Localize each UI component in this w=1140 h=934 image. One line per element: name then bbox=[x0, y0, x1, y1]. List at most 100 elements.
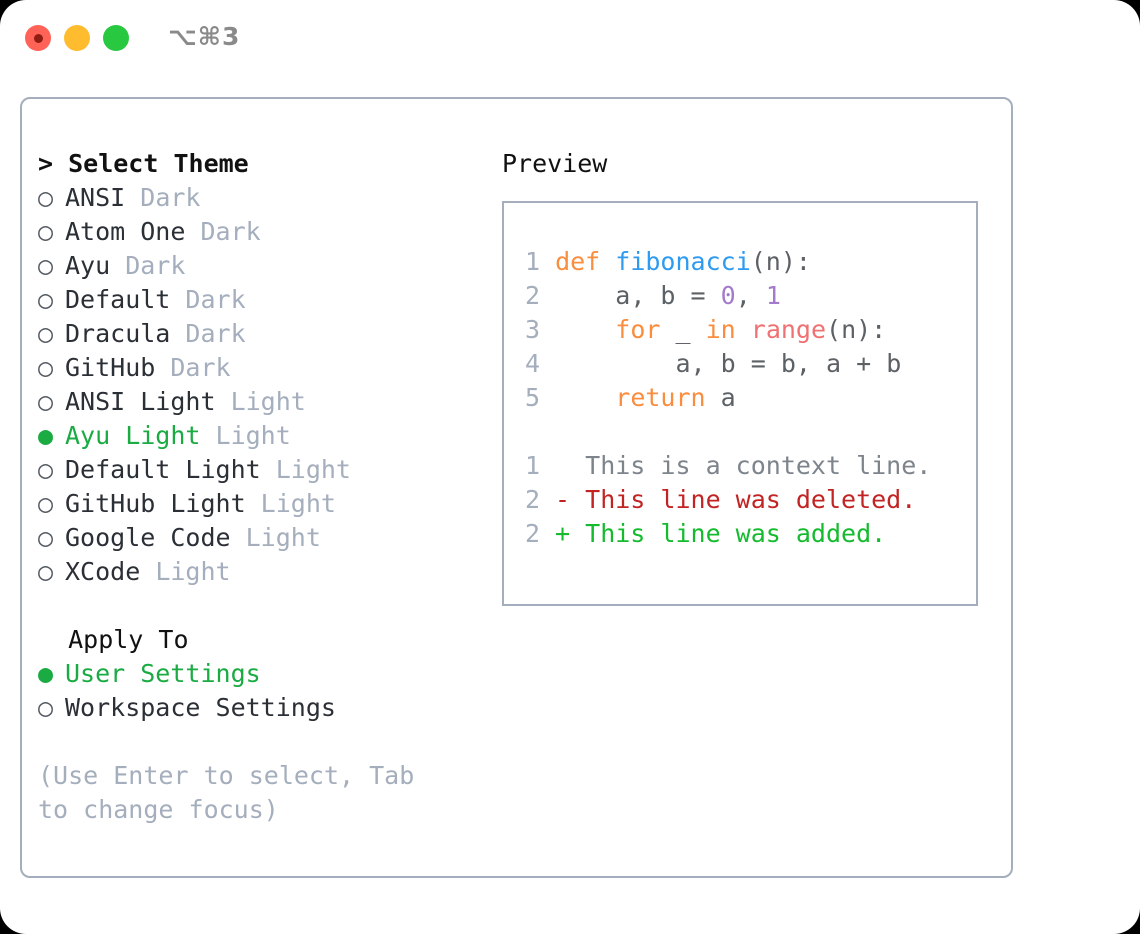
section-spacer bbox=[38, 589, 508, 623]
radio-unselected-icon: ○ bbox=[38, 693, 54, 722]
diff-line-text: + This line was added. bbox=[540, 519, 887, 548]
code-token: 1 bbox=[765, 281, 781, 310]
code-gutter-space bbox=[540, 315, 555, 344]
maximize-window-icon[interactable] bbox=[103, 25, 129, 51]
theme-list: ○ANSI Dark○Atom One Dark○Ayu Dark○Defaul… bbox=[38, 181, 508, 589]
theme-option-dracula[interactable]: ○Dracula Dark bbox=[38, 317, 508, 351]
theme-variant-badge: Dark bbox=[125, 183, 201, 212]
diff-line-number: 2 bbox=[524, 485, 540, 514]
code-token: , bbox=[735, 281, 766, 310]
theme-option-label: ANSI bbox=[65, 183, 126, 212]
left-column: > Select Theme ○ANSI Dark○Atom One Dark○… bbox=[38, 147, 508, 827]
theme-option-ayu-light[interactable]: ●Ayu Light Light bbox=[38, 419, 508, 453]
theme-option-github-light[interactable]: ○GitHub Light Light bbox=[38, 487, 508, 521]
theme-variant-badge: Dark bbox=[185, 217, 261, 246]
apply-to-header: Apply To bbox=[38, 625, 189, 654]
code-gutter-space bbox=[540, 383, 555, 412]
radio-unselected-icon: ○ bbox=[38, 251, 54, 280]
code-token: (n): bbox=[826, 315, 887, 344]
theme-option-label: Atom One bbox=[65, 217, 186, 246]
theme-option-ansi-light[interactable]: ○ ANSI Light Light bbox=[38, 385, 508, 419]
apply-to-option-workspace-settings[interactable]: ○ Workspace Settings bbox=[38, 691, 508, 725]
theme-option-xcode[interactable]: ○ XCode Light bbox=[38, 555, 508, 589]
theme-option-google-code[interactable]: ○ Google Code Light bbox=[38, 521, 508, 555]
code-line: 3 for _ in range(n): bbox=[516, 313, 968, 347]
apply-to-option-user-settings[interactable]: ●User Settings bbox=[38, 657, 508, 691]
theme-option-label: XCode bbox=[65, 557, 141, 586]
radio-selected-icon: ● bbox=[38, 659, 54, 688]
code-token: range bbox=[750, 315, 827, 344]
code-line: 1 def fibonacci(n): bbox=[516, 245, 968, 279]
theme-variant-badge: Light bbox=[260, 455, 351, 484]
minimize-window-icon[interactable] bbox=[64, 25, 90, 51]
theme-option-ansi[interactable]: ○ ANSI Dark bbox=[38, 181, 508, 215]
radio-selected-icon: ● bbox=[38, 421, 54, 450]
theme-option-label: Default Light bbox=[65, 455, 261, 484]
theme-variant-badge: Light bbox=[245, 489, 336, 518]
diff-line-number: 1 bbox=[524, 451, 540, 480]
radio-unselected-icon: ○ bbox=[38, 183, 54, 212]
select-theme-header: > Select Theme bbox=[38, 149, 249, 178]
code-token: 0 bbox=[720, 281, 736, 310]
code-token: for bbox=[615, 315, 661, 344]
code-line: 2 a, b = 0, 1 bbox=[516, 279, 968, 313]
code-gutter-space bbox=[540, 281, 555, 310]
code-token bbox=[736, 315, 751, 344]
theme-variant-badge: Light bbox=[230, 523, 321, 552]
code-token: fibonacci bbox=[615, 247, 751, 276]
keyboard-shortcut-label: ⌥⌘3 bbox=[168, 22, 241, 51]
diff-line-text: - This line was deleted. bbox=[540, 485, 917, 514]
main-panel: > Select Theme ○ANSI Dark○Atom One Dark○… bbox=[20, 97, 1013, 878]
radio-unselected-icon: ○ bbox=[38, 523, 54, 552]
diff-line-text: This is a context line. bbox=[540, 451, 932, 480]
diff-sample: 1 This is a context line.2 - This line w… bbox=[516, 449, 968, 551]
panel-columns: > Select Theme ○ANSI Dark○Atom One Dark○… bbox=[22, 99, 1011, 876]
code-diff-gap bbox=[516, 415, 968, 449]
code-token: in bbox=[705, 315, 736, 344]
hint-spacer bbox=[38, 725, 508, 759]
diff-line: 1 This is a context line. bbox=[516, 449, 968, 483]
theme-option-label: Dracula bbox=[65, 319, 171, 348]
radio-unselected-icon: ○ bbox=[38, 353, 54, 382]
code-token: _ bbox=[660, 315, 706, 344]
theme-variant-badge: Light bbox=[140, 557, 231, 586]
radio-unselected-icon: ○ bbox=[38, 217, 54, 246]
theme-option-default[interactable]: ○Default Dark bbox=[38, 283, 508, 317]
code-line: 5 return a bbox=[516, 381, 968, 415]
diff-line: 2 - This line was deleted. bbox=[516, 483, 968, 517]
close-window-icon[interactable] bbox=[25, 25, 51, 51]
theme-variant-badge: Dark bbox=[110, 251, 186, 280]
code-token: return bbox=[615, 383, 706, 412]
theme-option-ayu[interactable]: ○Ayu Dark bbox=[38, 249, 508, 283]
title-bar: ⌥⌘3 bbox=[0, 0, 1140, 76]
traffic-light-buttons bbox=[25, 25, 129, 51]
code-gutter-space bbox=[540, 349, 555, 378]
apply-to-option-label: Workspace Settings bbox=[65, 693, 336, 722]
code-line: 4 a, b = b, a + b bbox=[516, 347, 968, 381]
theme-option-github[interactable]: ○GitHub Dark bbox=[38, 351, 508, 385]
radio-unselected-icon: ○ bbox=[38, 455, 54, 484]
theme-option-label: ANSI Light bbox=[65, 387, 216, 416]
diff-line: 2 + This line was added. bbox=[516, 517, 968, 551]
theme-variant-badge: Light bbox=[215, 387, 306, 416]
code-line-number: 5 bbox=[524, 383, 540, 412]
theme-option-default-light[interactable]: ○ Default Light Light bbox=[38, 453, 508, 487]
theme-variant-badge: Light bbox=[200, 421, 291, 450]
preview-header: Preview bbox=[502, 149, 608, 178]
theme-option-label: GitHub bbox=[65, 353, 156, 382]
radio-unselected-icon: ○ bbox=[38, 557, 54, 586]
code-token: (n): bbox=[750, 247, 811, 276]
theme-option-atom-one[interactable]: ○ Atom One Dark bbox=[38, 215, 508, 249]
diff-line-number: 2 bbox=[524, 519, 540, 548]
theme-option-label: Default bbox=[65, 285, 171, 314]
apply-to-list: ●User Settings○ Workspace Settings bbox=[38, 657, 508, 725]
code-token: a bbox=[705, 383, 736, 412]
radio-unselected-icon: ○ bbox=[38, 387, 54, 416]
keyboard-hint-text: (Use Enter to select, Tab to change focu… bbox=[38, 761, 430, 824]
code-line-number: 1 bbox=[524, 247, 540, 276]
theme-option-label: Google Code bbox=[65, 523, 231, 552]
